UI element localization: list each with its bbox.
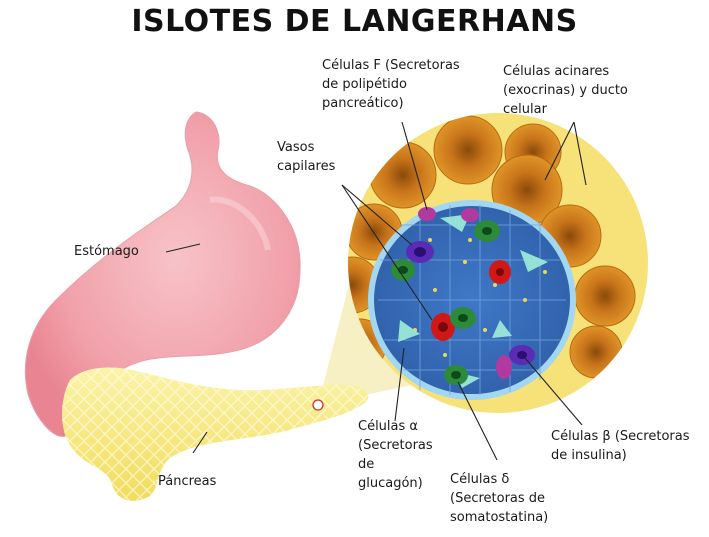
label-f-cells: Células F (Secretoras de polipétido panc… — [322, 56, 460, 113]
diagram-title: ISLOTES DE LANGERHANS — [0, 4, 709, 39]
label-alpha-cells: Células α (Secretoras de glucagón) — [358, 417, 433, 493]
label-delta-cells: Células δ (Secretoras de somatostatina) — [450, 470, 548, 527]
label-acinar-cells: Células acinares (exocrinas) y ducto cel… — [503, 62, 628, 119]
label-pancreas: Páncreas — [158, 472, 216, 491]
label-beta-cells: Células β (Secretoras de insulina) — [551, 427, 690, 465]
label-capillaries: Vasos capilares — [277, 138, 335, 176]
label-stomach: Estómago — [74, 242, 139, 261]
